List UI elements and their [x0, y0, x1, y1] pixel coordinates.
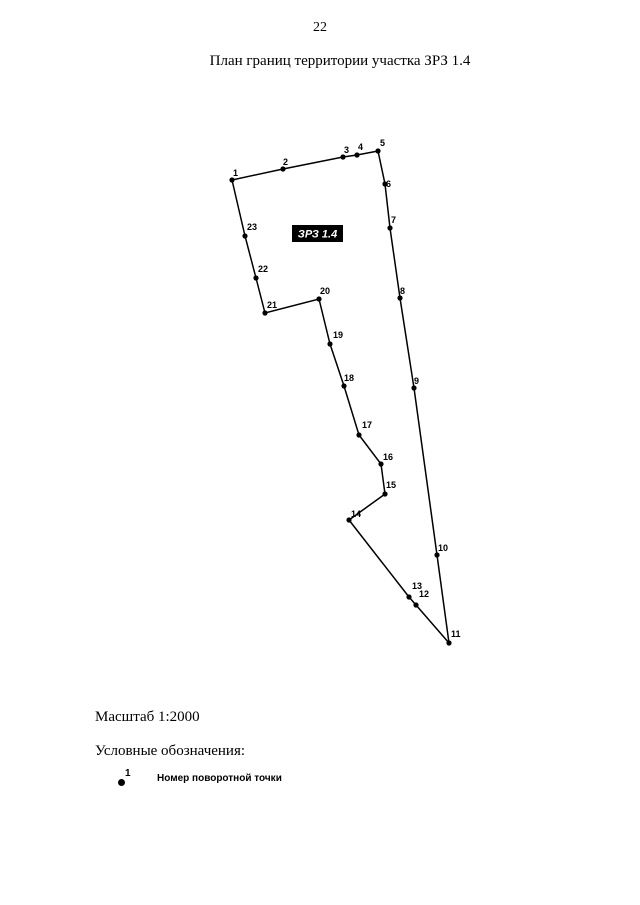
turning-point-symbol	[118, 779, 125, 786]
turning-point-label-11: 11	[451, 629, 461, 639]
turning-point-label-6: 6	[386, 179, 391, 189]
turning-point-label-1: 1	[233, 168, 238, 178]
turning-point-label-10: 10	[438, 543, 448, 553]
turning-point-label-21: 21	[267, 300, 277, 310]
turning-point-2	[280, 166, 286, 172]
turning-point-label-20: 20	[320, 286, 330, 296]
zone-label: ЗРЗ 1.4	[292, 225, 343, 242]
turning-point-14	[346, 517, 352, 523]
turning-point-label-22: 22	[258, 264, 268, 274]
legend-item: 1 Номер поворотной точки	[118, 768, 418, 792]
turning-point-19	[327, 341, 333, 347]
turning-point-12	[413, 602, 419, 608]
turning-point-20	[316, 296, 322, 302]
turning-point-23	[242, 233, 248, 239]
turning-point-label-7: 7	[391, 215, 396, 225]
turning-point-label-3: 3	[344, 145, 349, 155]
turning-point-label-9: 9	[414, 376, 419, 386]
turning-point-3	[340, 154, 346, 160]
scale-text: Масштаб 1:2000	[95, 709, 200, 725]
turning-point-label-12: 12	[419, 589, 429, 599]
turning-point-5	[375, 148, 381, 154]
turning-point-label-19: 19	[333, 330, 343, 340]
turning-point-8	[397, 295, 403, 301]
turning-point-label-15: 15	[386, 480, 396, 490]
document-title: План границ территории участка ЗРЗ 1.4	[209, 53, 471, 69]
turning-point-label-18: 18	[344, 373, 354, 383]
turning-point-10	[434, 552, 440, 558]
turning-point-label-23: 23	[247, 222, 257, 232]
turning-point-16	[378, 461, 384, 467]
turning-point-13	[406, 594, 412, 600]
turning-point-22	[253, 275, 259, 281]
turning-point-18	[341, 383, 347, 389]
turning-point-4	[354, 152, 360, 158]
turning-point-7	[387, 225, 393, 231]
turning-point-label-2: 2	[283, 157, 288, 167]
svg-text:ЗРЗ 1.4: ЗРЗ 1.4	[298, 229, 337, 241]
turning-point-label-16: 16	[383, 452, 393, 462]
legend-item-text: Номер поворотной точки	[157, 773, 282, 784]
legend-title: Условные обозначения:	[95, 743, 246, 759]
legend-symbol-number: 1	[125, 768, 131, 779]
turning-point-15	[382, 491, 388, 497]
turning-point-label-13: 13	[412, 581, 422, 591]
turning-point-label-8: 8	[400, 286, 405, 296]
turning-point-17	[356, 432, 362, 438]
boundary-polygon	[231, 150, 451, 646]
turning-point-label-4: 4	[358, 142, 363, 152]
turning-point-6	[382, 181, 388, 187]
turning-point-label-5: 5	[380, 138, 385, 148]
page-number: 22	[313, 20, 327, 35]
turning-point-21	[262, 310, 268, 316]
turning-point-label-17: 17	[362, 420, 372, 430]
turning-point-9	[411, 385, 417, 391]
turning-point-1	[229, 177, 235, 183]
turning-point-11	[446, 640, 452, 646]
turning-point-label-14: 14	[351, 509, 361, 519]
